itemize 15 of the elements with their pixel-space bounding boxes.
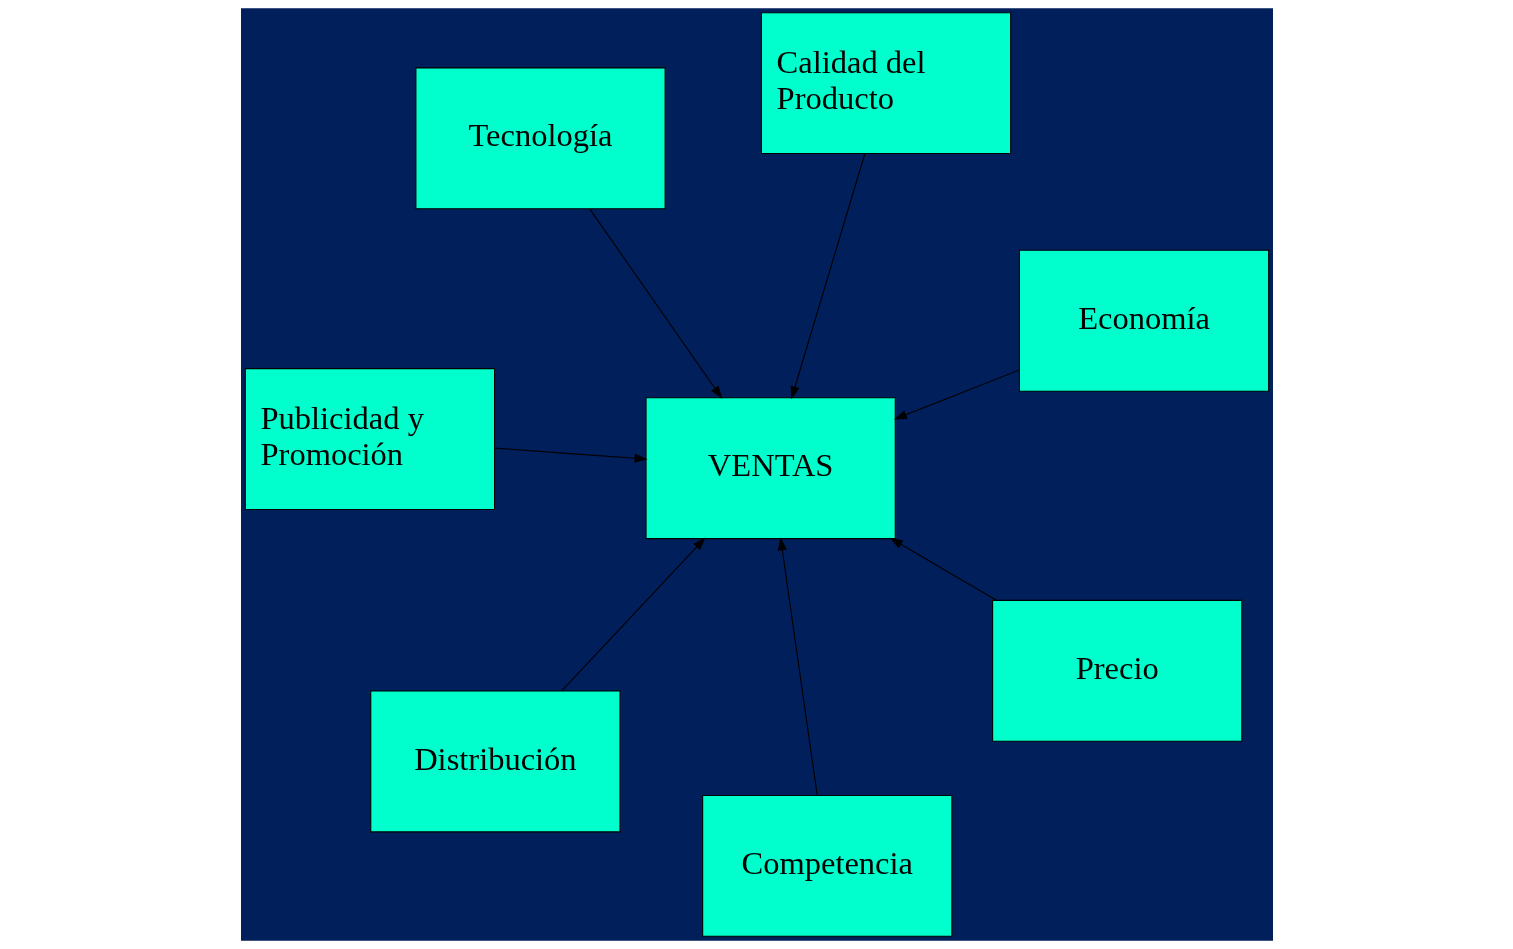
node-box: Precio bbox=[991, 599, 1242, 742]
node-box: Tecnología bbox=[414, 67, 666, 210]
arrow bbox=[493, 447, 648, 463]
node-box: Publicidad y Promoción bbox=[244, 368, 495, 510]
node-box: Competencia bbox=[701, 794, 952, 937]
arrow bbox=[889, 537, 997, 601]
node-box: Calidad del Producto bbox=[760, 12, 1011, 155]
arrow bbox=[893, 369, 1020, 420]
arrow bbox=[777, 537, 818, 796]
arrow bbox=[790, 153, 865, 400]
node-box: Economía bbox=[1018, 249, 1269, 392]
arrow bbox=[560, 537, 706, 692]
arrow bbox=[588, 208, 722, 399]
node-box: VENTAS bbox=[645, 397, 896, 540]
node-box: Distribución bbox=[369, 690, 620, 833]
